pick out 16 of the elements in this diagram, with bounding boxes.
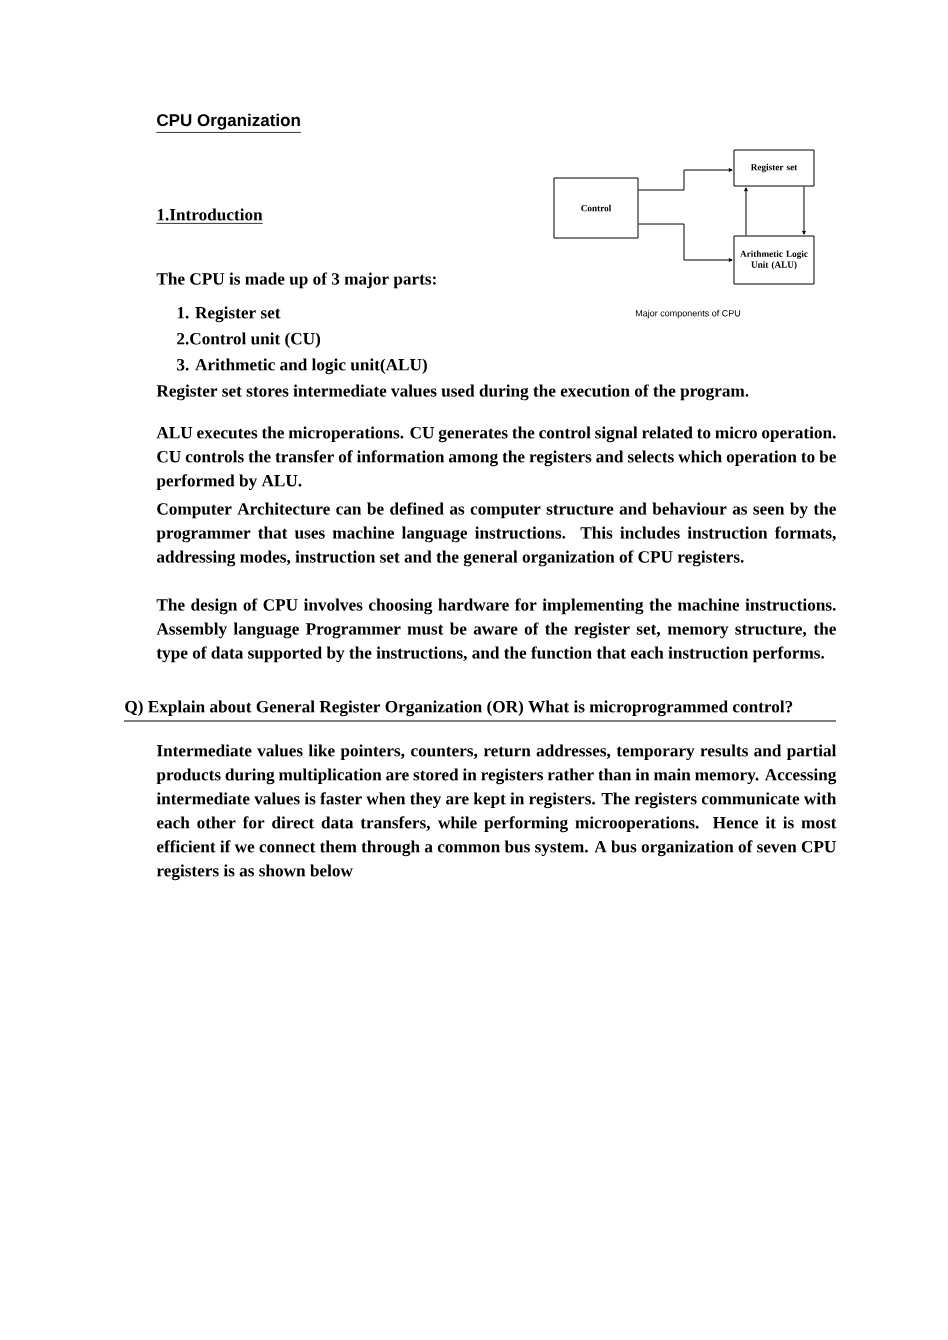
paragraph: Register set stores intermediate values used during the execution of the program. [156, 384, 749, 401]
arrow [638, 223, 733, 262]
paragraph: Computer Architecture can be defined as computer structure and behaviour as seen by the programmer that uses machine language instructions. This includes instruction formats, addressing modes, instruction set and the general organization of CPU registers. [156, 502, 836, 567]
paragraph: The design of CPU involves choosing hardware for implementing the machine instructions. Assembly language Programmer must be aware of the register set, memory structure, the type of data supported by the instructions, and the function that each instruction performs. [156, 598, 836, 663]
paragraph: 1. Register set [177, 306, 281, 323]
heading: 1.Introduction [156, 208, 264, 224]
paragraph: 3. Arithmetic and logic unit(ALU) [177, 358, 427, 375]
paragraph: Intermediate values like pointers, counters, return addresses, temporary results and partial products during multiplication are stored in registers rather than in main memory. Accessing intermediate values is faster when they are kept in registers. The registers communicate with each other for direct data transfers, while performing microoperations. Hence it is most efficient if we connect them through a common bus system. A bus organization of seven CPU registers is as shown below [156, 744, 837, 881]
heading: Q) Explain about General Register Organization (OR) What is microprogrammed control? [125, 700, 793, 717]
arrow [802, 186, 806, 235]
paragraph: The CPU is made up of 3 major parts: [156, 272, 436, 289]
paragraph: ALU executes the microperations. CU generates the control signal related to micro operation. CU controls the transfer of information among the registers and selects which operation to be performed by ALU. [156, 426, 836, 491]
arrow [638, 168, 733, 191]
heading: CPU Organization [156, 113, 302, 133]
arrow [744, 187, 748, 236]
paragraph: 2.Control unit (CU) [177, 332, 321, 348]
